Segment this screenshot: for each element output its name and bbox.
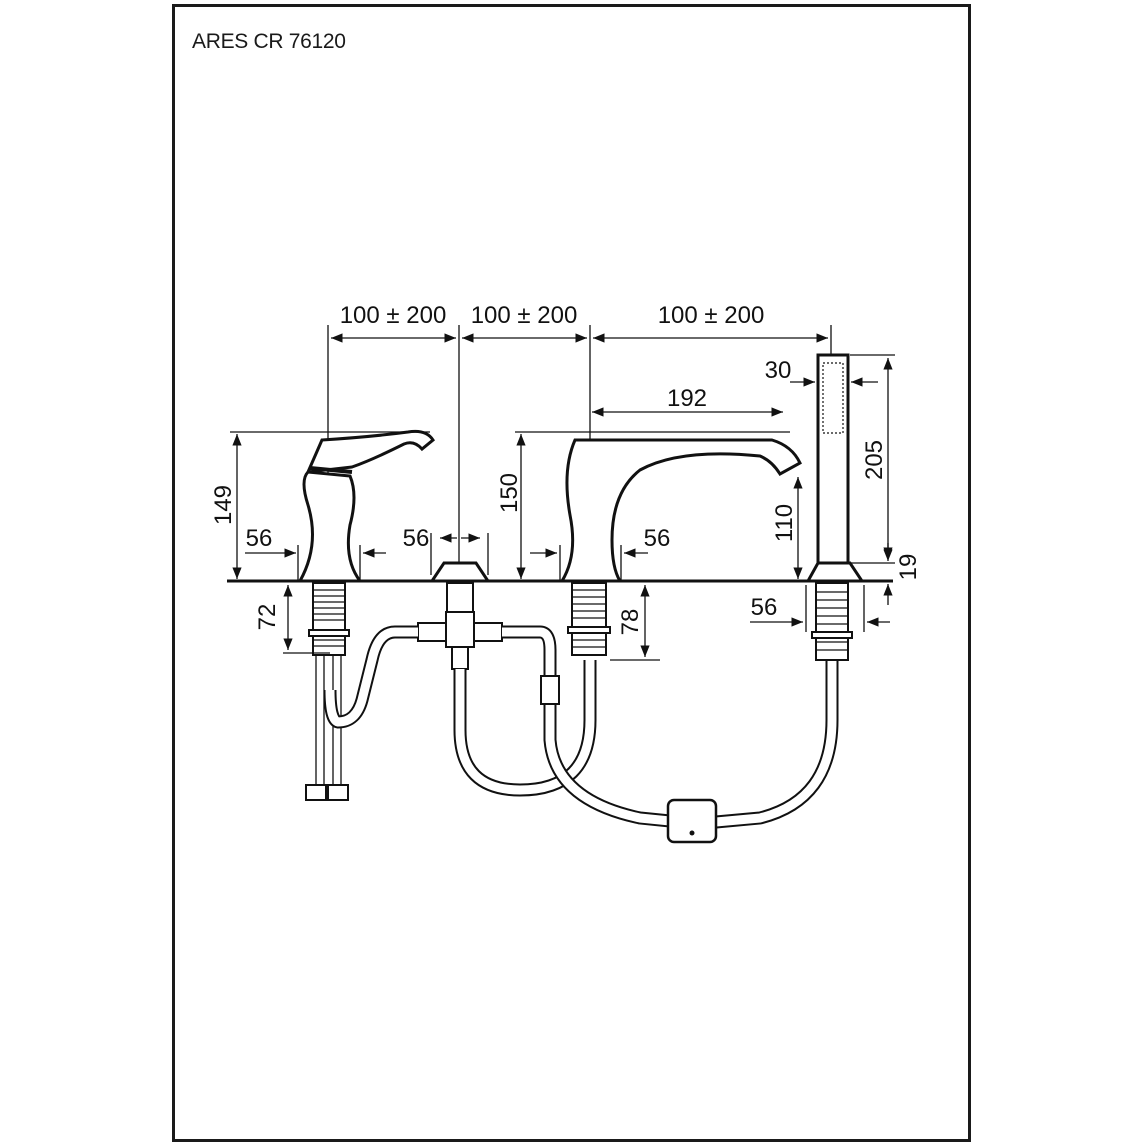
dim-spacing-3: 100 ± 200 — [658, 302, 765, 329]
dim-spout-height: 150 — [496, 473, 523, 513]
dim-shower-height: 205 — [861, 440, 888, 480]
shower-dimensions: 205 30 19 56 — [750, 354, 922, 632]
mixer-handle — [297, 429, 435, 801]
dim-spacing-2: 100 ± 200 — [471, 302, 578, 329]
dim-mixer-base: 56 — [246, 525, 273, 552]
dim-spacing-1: 100 ± 200 — [340, 302, 447, 329]
dim-shower-escutcheon: 19 — [895, 554, 922, 581]
dim-shower-width: 30 — [765, 357, 792, 384]
hoses — [323, 625, 839, 844]
spout — [559, 438, 802, 656]
dim-spout-reach: 192 — [667, 385, 707, 412]
hand-shower — [805, 353, 865, 661]
dim-spout-outlet-height: 110 — [771, 504, 798, 542]
diverter: 56 — [403, 525, 503, 670]
dim-mixer-height: 149 — [210, 485, 237, 525]
dim-spout-base: 56 — [644, 525, 671, 552]
drawing-title: ARES CR 76120 — [192, 30, 346, 53]
dim-diverter-base: 56 — [403, 525, 430, 552]
drawing-frame — [172, 4, 971, 1142]
dim-mixer-shank: 72 — [254, 604, 281, 631]
spacing-dimensions: 100 ± 200 100 ± 200 100 ± 200 — [331, 302, 828, 343]
mixer-dimensions: 149 56 72 — [210, 431, 430, 654]
spout-dimensions: 150 56 192 110 78 — [496, 385, 803, 661]
dim-shower-base: 56 — [751, 594, 778, 621]
dim-spout-shank: 78 — [617, 609, 644, 636]
